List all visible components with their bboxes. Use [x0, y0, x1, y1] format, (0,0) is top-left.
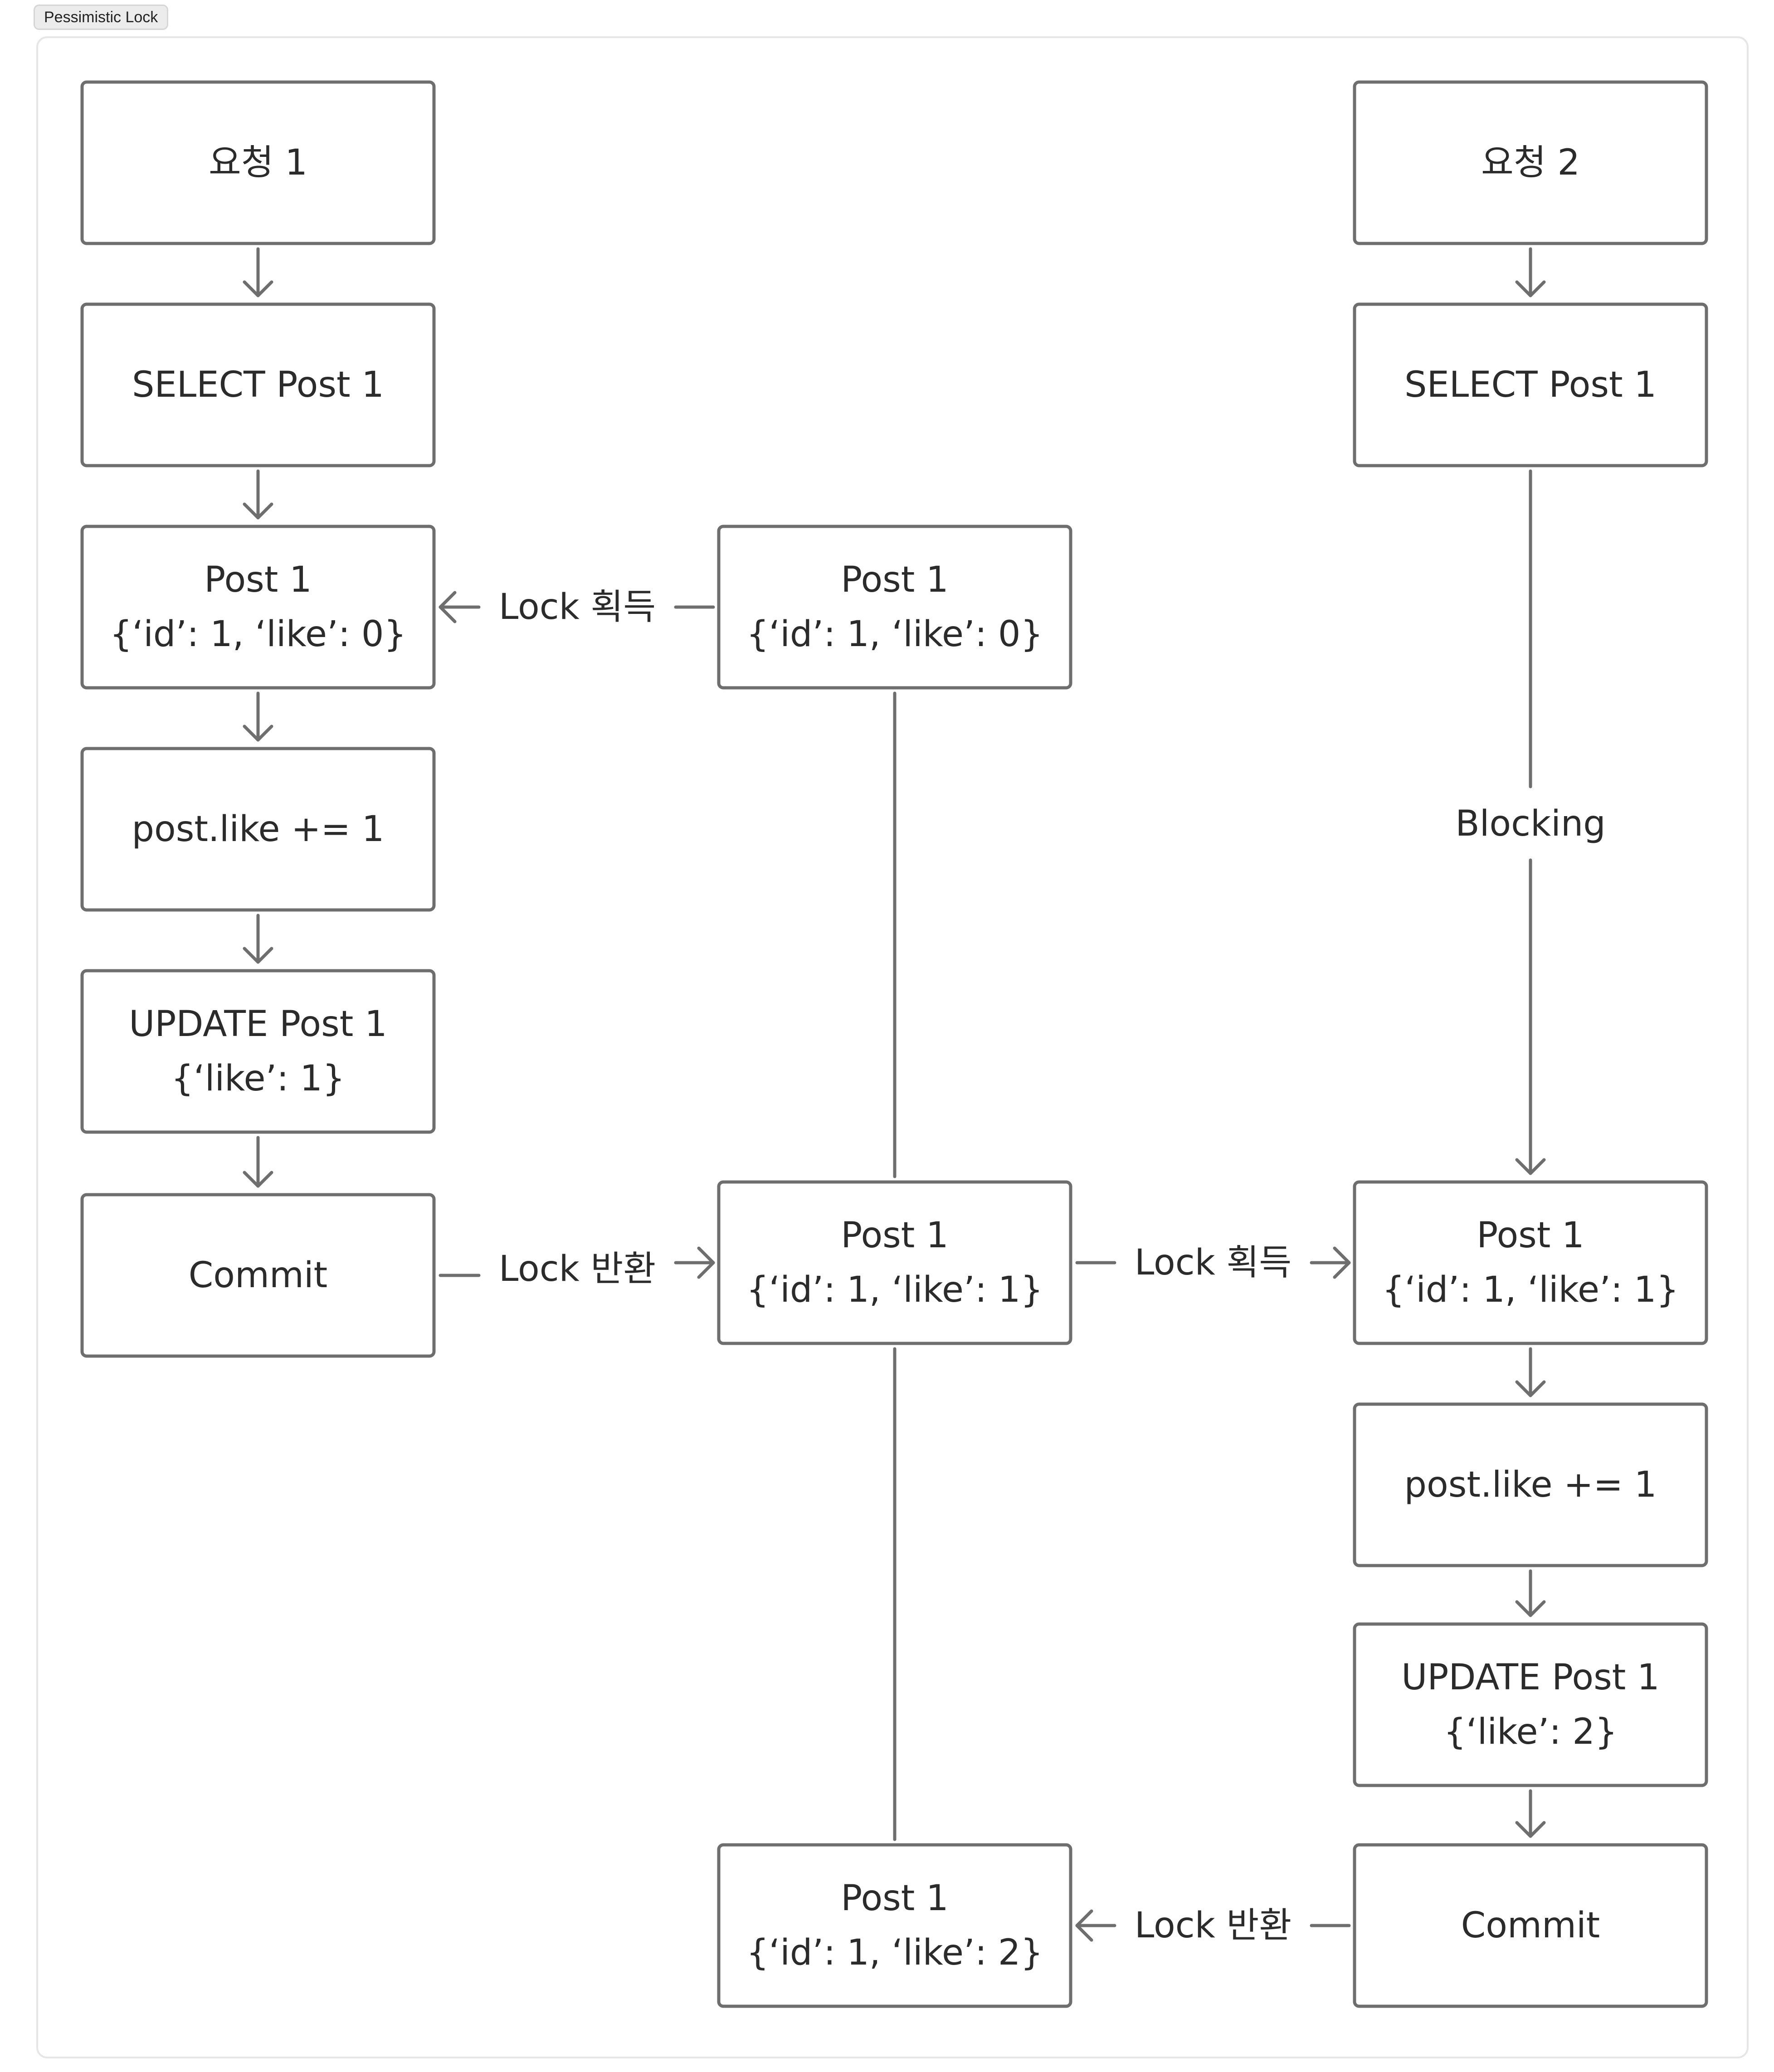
request1-read-title: Post 1: [204, 559, 312, 600]
db-record-final-title: Post 1: [841, 1878, 949, 1919]
request1-title: 요청 1: [209, 142, 307, 183]
request1-increment-node: post.like += 1: [80, 747, 436, 912]
request1-flow-arrow-5: [243, 1136, 273, 1188]
request2-commit-node: Commit: [1353, 1843, 1708, 2008]
lock-release-2-edge: Lock 반환: [1075, 1905, 1351, 1946]
request1-select-node: SELECT Post 1: [80, 302, 436, 467]
lock-acquire-1-edge: Lock 획득: [439, 587, 715, 627]
request2-update-value: {‘like’: 2}: [1443, 1712, 1617, 1752]
request2-flow-arrow-3: [1515, 1569, 1546, 1617]
request1-update-node: UPDATE Post 1 {‘like’: 1}: [80, 969, 436, 1134]
db-record-after-first-value: {‘id’: 1, ‘like’: 1}: [746, 1269, 1043, 1310]
diagram-title-tag: Pessimistic Lock: [34, 5, 169, 30]
request2-title: 요청 2: [1481, 142, 1580, 183]
request1-read-node: Post 1 {‘id’: 1, ‘like’: 0}: [80, 525, 436, 690]
db-record-final-node: Post 1 {‘id’: 1, ‘like’: 2}: [717, 1843, 1072, 2008]
request2-update-node: UPDATE Post 1 {‘like’: 2}: [1353, 1622, 1708, 1787]
db-record-initial-value: {‘id’: 1, ‘like’: 0}: [746, 614, 1043, 655]
request2-read-node: Post 1 {‘id’: 1, ‘like’: 1}: [1353, 1180, 1708, 1345]
request1-flow-arrow-3: [243, 691, 273, 742]
request2-select-node: SELECT Post 1: [1353, 302, 1708, 467]
request1-increment-label: post.like += 1: [132, 809, 385, 850]
request1-select-label: SELECT Post 1: [132, 365, 384, 405]
request1-flow-arrow-1: [243, 247, 273, 297]
lock-release-2-label: Lock 반환: [1135, 1905, 1292, 1946]
request1-commit-label: Commit: [189, 1255, 327, 1296]
db-record-after-first-title: Post 1: [841, 1215, 949, 1256]
request2-read-title: Post 1: [1477, 1215, 1584, 1256]
request2-blocking-arrow: [1515, 858, 1546, 1175]
request2-increment-node: post.like += 1: [1353, 1402, 1708, 1567]
request2-flow-arrow-2: [1515, 1347, 1546, 1397]
db-record-after-first-node: Post 1 {‘id’: 1, ‘like’: 1}: [717, 1180, 1072, 1345]
lock-acquire-1-label: Lock 획득: [499, 587, 656, 627]
lock-acquire-2-label: Lock 획득: [1135, 1242, 1292, 1283]
db-record-final-value: {‘id’: 1, ‘like’: 2}: [746, 1932, 1043, 1973]
request2-increment-label: post.like += 1: [1404, 1464, 1657, 1505]
request1-commit-node: Commit: [80, 1193, 436, 1358]
lock-release-1-label: Lock 반환: [499, 1249, 656, 1289]
request2-read-value: {‘id’: 1, ‘like’: 1}: [1382, 1269, 1679, 1310]
request1-read-value: {‘id’: 1, ‘like’: 0}: [110, 614, 406, 655]
request1-update-value: {‘like’: 1}: [171, 1058, 345, 1099]
request2-flow-arrow-4: [1515, 1789, 1546, 1838]
request1-flow-arrow-2: [243, 469, 273, 520]
request2-title-node: 요청 2: [1353, 80, 1708, 245]
request2-commit-label: Commit: [1461, 1905, 1600, 1946]
request2-flow-arrow-1: [1515, 247, 1546, 297]
lock-acquire-2-edge: Lock 획득: [1075, 1242, 1351, 1283]
request1-title-node: 요청 1: [80, 80, 436, 245]
request2-update-title: UPDATE Post 1: [1401, 1657, 1659, 1698]
blocking-label: Blocking: [1455, 803, 1606, 844]
lock-release-1-edge: Lock 반환: [439, 1246, 715, 1289]
db-record-initial-title: Post 1: [841, 559, 949, 600]
request1-flow-arrow-4: [243, 914, 273, 964]
request1-update-title: UPDATE Post 1: [129, 1004, 387, 1045]
request2-select-label: SELECT Post 1: [1404, 365, 1657, 405]
db-record-initial-node: Post 1 {‘id’: 1, ‘like’: 0}: [717, 525, 1072, 690]
